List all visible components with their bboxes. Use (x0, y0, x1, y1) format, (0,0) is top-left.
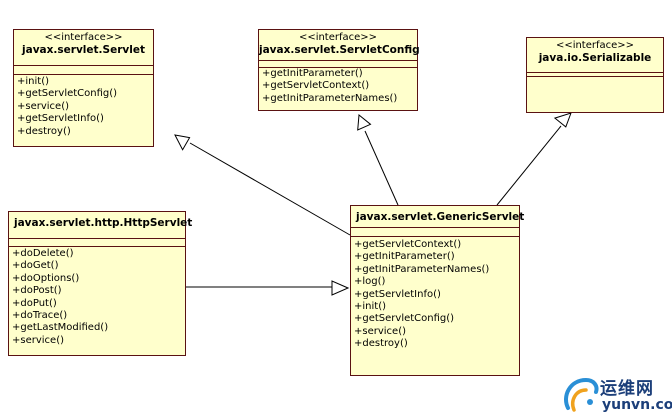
class-servlet[interactable]: <<interface>> javax.servlet.Servlet +ini… (13, 29, 154, 147)
class-servletconfig[interactable]: <<interface>> javax.servlet.ServletConfi… (258, 29, 420, 111)
edge-generic-to-serializable-arrowhead (553, 112, 572, 128)
class-servlet-name: javax.servlet.Servlet (22, 44, 145, 57)
class-servlet-attributes-divider (14, 65, 153, 66)
class-servletconfig-stereotype: <<interface>> (298, 32, 378, 43)
watermark-domain: yunvn.com (602, 397, 672, 413)
operation: +getInitParameter() (354, 251, 455, 263)
class-genericservlet-attributes-divider (351, 227, 519, 228)
edge-http-to-generic-arrowhead (331, 280, 350, 296)
class-serializable[interactable]: <<interface>> java.io.Serializable (526, 37, 664, 113)
operation: +service() (17, 100, 70, 112)
operation: +getServletConfig() (17, 88, 118, 100)
operation: +service() (354, 325, 407, 337)
class-servletconfig-operations-divider (259, 67, 417, 68)
class-serializable-attributes-divider (527, 72, 663, 73)
operation: +init() (354, 301, 386, 313)
operation: +getServletInfo() (17, 113, 104, 125)
operation: +getServletInfo() (354, 288, 441, 300)
class-httpservlet-operations-divider (9, 246, 185, 247)
operation: +destroy() (354, 338, 408, 350)
class-httpservlet-name: javax.servlet.http.HttpServlet (14, 217, 193, 229)
watermark-chinese: 运维网 (600, 379, 654, 399)
class-servlet-header: <<interface>> javax.servlet.Servlet (14, 30, 153, 57)
operation: +getLastModified() (12, 322, 109, 334)
operation: +doTrace() (12, 310, 68, 322)
operation: +getServletConfig() (354, 313, 455, 325)
operation: +doOptions() (12, 272, 80, 284)
class-httpservlet-header: javax.servlet.http.HttpServlet (9, 212, 193, 229)
class-genericservlet-operations: +getServletContext() +getInitParameter()… (354, 239, 517, 351)
class-servletconfig-operations: +getInitParameter() +getServletContext()… (262, 68, 415, 105)
class-serializable-operations-divider (527, 76, 663, 77)
class-servlet-operations-divider (14, 74, 153, 75)
edge-generic-to-servlet (189, 142, 351, 236)
operation: +doPost() (12, 285, 62, 297)
class-serializable-stereotype: <<interface>> (555, 40, 635, 51)
class-serializable-header: <<interface>> java.io.Serializable (527, 38, 663, 65)
class-servletconfig-attributes-divider (259, 60, 417, 61)
edge-generic-to-servletconfig (364, 130, 399, 206)
edge-generic-to-servletconfig-arrowhead (357, 114, 372, 131)
class-servletconfig-header: <<interface>> javax.servlet.ServletConfi… (259, 30, 420, 57)
class-serializable-name: java.io.Serializable (538, 52, 652, 65)
class-httpservlet[interactable]: javax.servlet.http.HttpServlet +doDelete… (8, 211, 193, 356)
class-httpservlet-operations: +doDelete() +doGet() +doOptions() +doPos… (12, 248, 183, 347)
class-servlet-stereotype: <<interface>> (44, 32, 123, 43)
operation: +doGet() (12, 260, 59, 272)
class-genericservlet[interactable]: javax.servlet.GenericServlet +getServlet… (350, 205, 525, 376)
class-servletconfig-name: javax.servlet.ServletConfig (259, 44, 420, 57)
operation: +getServletContext() (262, 80, 370, 92)
operation: +service() (12, 334, 65, 346)
operation: +getInitParameter() (262, 68, 363, 79)
operation: +getServletContext() (354, 239, 462, 250)
operation: +getInitParameterNames() (354, 263, 490, 275)
operation: +log() (354, 276, 386, 288)
operation: +doDelete() (12, 248, 74, 259)
edge-generic-to-servlet-arrowhead (174, 134, 191, 151)
operation: +doPut() (12, 297, 57, 309)
class-genericservlet-header: javax.servlet.GenericServlet (351, 206, 525, 223)
operation: +init() (17, 76, 49, 87)
edge-generic-to-serializable (496, 125, 562, 206)
class-genericservlet-operations-divider (351, 236, 519, 237)
swirl-logo-icon (564, 377, 599, 412)
operation: +destroy() (17, 125, 71, 137)
class-genericservlet-name: javax.servlet.GenericServlet (356, 211, 525, 223)
operation: +getInitParameterNames() (262, 92, 398, 104)
class-httpservlet-attributes-divider (9, 238, 185, 239)
watermark-logo: 运维网 yunvn.com (560, 372, 672, 418)
class-servlet-operations: +init() +getServletConfig() +service() +… (17, 76, 151, 138)
